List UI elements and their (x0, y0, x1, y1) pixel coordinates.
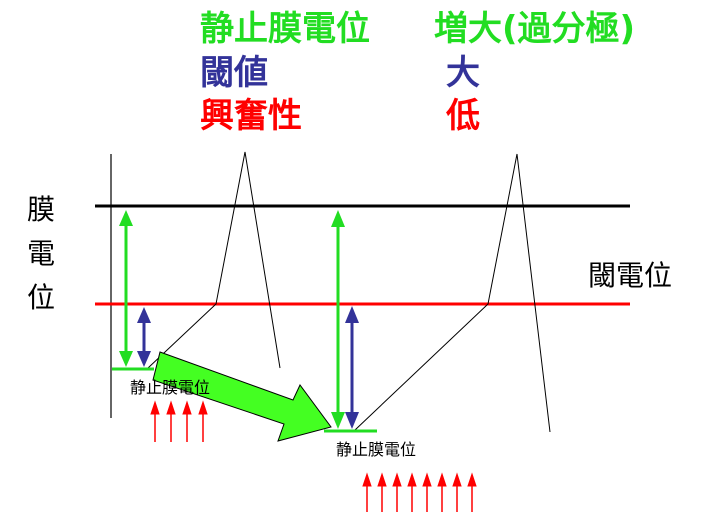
header-excitability: 興奮性 (200, 96, 302, 136)
header-resting-potential: 静止膜電位 (200, 9, 370, 49)
action-potential-trace-1 (147, 151, 281, 369)
axis-char-1: 膜 (26, 193, 55, 226)
threshold-potential-label: 閾電位 (588, 259, 673, 292)
resting-potential-label-left: 静止膜電位 (130, 378, 211, 397)
blue-double-arrow-left (137, 307, 151, 367)
axis-char-3: 位 (26, 281, 55, 314)
resting-potential-label-right: 静止膜電位 (336, 440, 417, 459)
shift-arrow-green (152, 351, 332, 442)
green-double-arrow-right (331, 210, 345, 429)
stimulus-arrows-right (362, 472, 477, 512)
membrane-potential-axis-label: 膜 電 位 (24, 188, 58, 320)
header-increase-hyperpolarization: 増大(過分極) (434, 9, 636, 49)
blue-double-arrow-right (345, 306, 359, 429)
header-threshold: 閾値 (200, 53, 268, 93)
action-potential-trace-2 (354, 153, 551, 433)
stimulus-arrows-left (150, 400, 208, 442)
header-excitability-low: 低 (446, 96, 480, 136)
axis-char-2: 電 (26, 237, 55, 270)
header-threshold-large: 大 (446, 53, 480, 93)
green-double-arrow-left (119, 210, 133, 367)
